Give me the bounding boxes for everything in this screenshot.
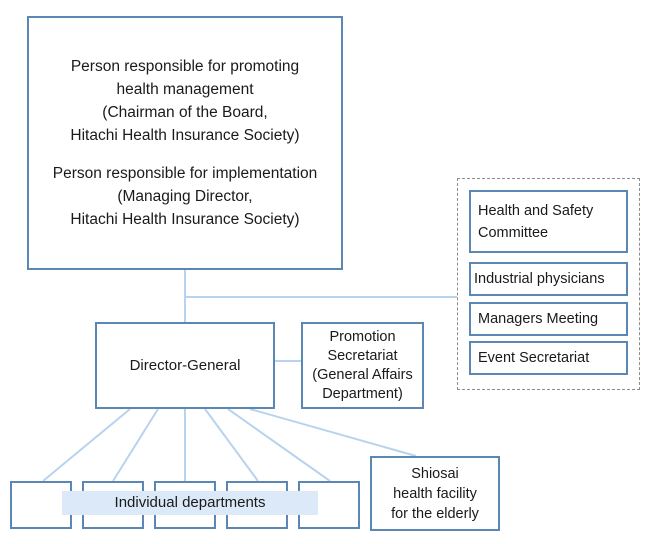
connector-to-committees xyxy=(185,296,457,298)
health-safety-committee-box: Health and Safety Committee xyxy=(469,190,628,253)
promotion-line-2: Secretariat xyxy=(327,347,398,364)
committees-group xyxy=(457,178,640,390)
promotion-secretariat-box: Promotion Secretariat (General Affairs D… xyxy=(301,322,424,409)
department-box-1 xyxy=(10,481,72,529)
promotion-line-1: Promotion xyxy=(329,328,396,345)
promotion-line-3: (General Affairs xyxy=(312,366,413,383)
connector-dept-2 xyxy=(112,408,159,482)
connector-dept-1 xyxy=(42,408,131,482)
implementation-person-block: Person responsible for implementation (M… xyxy=(53,162,318,231)
director-general-box: Director-General xyxy=(95,322,275,409)
industrial-physicians-label: Industrial physicians xyxy=(474,271,605,287)
connector-dept-5 xyxy=(227,408,331,482)
managers-meeting-label: Managers Meeting xyxy=(478,311,599,327)
promoting-line-2: health management xyxy=(116,81,254,98)
shiosai-line-1: Shiosai xyxy=(411,465,459,482)
promoting-line-1: Person responsible for promoting xyxy=(70,58,300,75)
implementation-line-3: Hitachi Health Insurance Society) xyxy=(70,211,300,228)
health-safety-line-1: Health and Safety xyxy=(478,202,594,219)
event-secretariat-box: Event Secretariat xyxy=(469,341,628,375)
connector-dept-4 xyxy=(204,408,259,482)
shiosai-line-3: for the elderly xyxy=(391,505,479,522)
director-general-label: Director-General xyxy=(129,357,241,374)
event-secretariat-label: Event Secretariat xyxy=(478,350,590,366)
individual-departments-label: Individual departments xyxy=(62,491,318,515)
shiosai-line-2: health facility xyxy=(393,485,477,502)
connector-director-to-promotion xyxy=(275,360,301,362)
implementation-line-1: Person responsible for implementation xyxy=(52,165,318,182)
health-management-leadership-box: Person responsible for promoting health … xyxy=(27,16,343,270)
promoting-line-4: Hitachi Health Insurance Society) xyxy=(70,127,300,144)
industrial-physicians-box: Industrial physicians xyxy=(469,262,628,296)
promotion-line-4: Department) xyxy=(322,385,403,402)
managers-meeting-box: Managers Meeting xyxy=(469,302,628,336)
promoting-line-3: (Chairman of the Board, xyxy=(102,104,268,121)
implementation-line-2: (Managing Director, xyxy=(117,188,253,205)
health-safety-line-2: Committee xyxy=(478,224,549,241)
shiosai-facility-box: Shiosai health facility for the elderly xyxy=(370,456,500,531)
connector-shiosai xyxy=(249,408,417,457)
promoting-person-block: Person responsible for promoting health … xyxy=(70,55,299,147)
